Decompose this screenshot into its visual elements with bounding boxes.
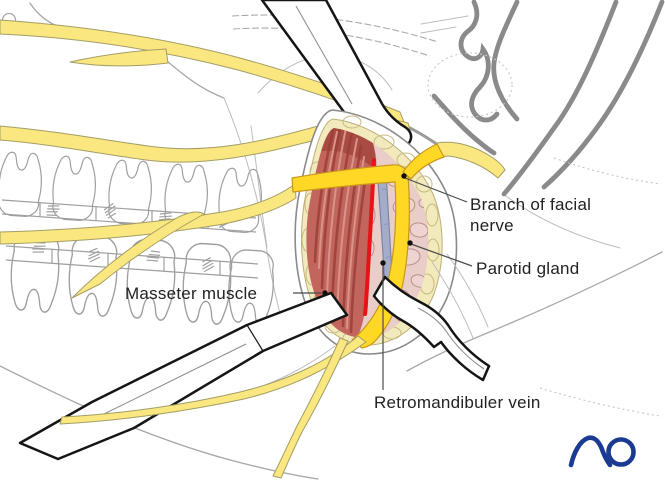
marginal-mandibular-branch bbox=[59, 335, 367, 425]
antihelix-curve bbox=[491, 0, 520, 122]
label-retromandibular-vein: Retromandibuler vein bbox=[374, 393, 541, 412]
cheek-contour-line bbox=[223, 97, 285, 329]
facial-nerve-buccal-branch bbox=[0, 183, 297, 245]
dot-parotid-gland bbox=[407, 240, 413, 246]
surgical-window bbox=[291, 109, 458, 355]
facial-nerve-branches-background bbox=[0, 19, 506, 299]
ao-logo-a bbox=[568, 435, 613, 468]
condyle-dotted-outline bbox=[427, 52, 513, 118]
ear-outline bbox=[420, 0, 665, 249]
zygomatic-arch-upper-line bbox=[231, 14, 439, 43]
label-branch-of-facial-nerve: Branch of facial nerve bbox=[470, 195, 592, 235]
dot-masseter-muscle bbox=[322, 290, 328, 296]
facial-nerve-descending-fork bbox=[71, 211, 205, 299]
artery-line bbox=[363, 158, 376, 316]
bottom-left-retractor-fold bbox=[246, 324, 264, 352]
top-retractor-highlight bbox=[295, 5, 353, 105]
facial-nerve-branches-foreground bbox=[59, 335, 367, 479]
neck-dotted-line bbox=[539, 387, 661, 417]
bottom-right-retractor-edge bbox=[420, 302, 491, 368]
bottom-right-retractor-body bbox=[372, 275, 491, 382]
leader-parotid-gland bbox=[410, 243, 473, 267]
vein-texture bbox=[381, 187, 396, 289]
facial-nerve-upper-fork bbox=[69, 48, 169, 67]
ramus-anterior-border bbox=[250, 125, 268, 248]
leader-lines bbox=[293, 173, 473, 390]
label-masseter-muscle: Masseter muscle bbox=[125, 284, 258, 303]
ao-logo-o bbox=[606, 437, 636, 467]
jawline-right bbox=[406, 251, 663, 372]
bottom-left-retractor-highlight bbox=[99, 343, 247, 417]
dot-branch-of-facial-nerve bbox=[401, 173, 407, 179]
leader-branch-of-facial-nerve bbox=[404, 177, 468, 203]
label-parotid-gland: Parotid gland bbox=[476, 259, 580, 278]
tragus-curve bbox=[458, 0, 500, 123]
earlobe-neck-line bbox=[505, 195, 621, 249]
facial-nerve-in-window bbox=[291, 164, 410, 349]
ao-logo bbox=[568, 435, 636, 468]
mandible-lower-border bbox=[0, 365, 319, 480]
preauricular-curve bbox=[431, 93, 497, 156]
masseter-striations bbox=[313, 128, 369, 334]
bottom-right-retractor-highlight bbox=[417, 307, 485, 370]
preauricular-creases bbox=[420, 15, 469, 34]
facial-nerve-trunk bbox=[436, 141, 506, 179]
bottom-right-retractor bbox=[372, 275, 491, 382]
dot-retromandibular-vein bbox=[380, 260, 386, 266]
cervical-branch bbox=[272, 337, 349, 479]
jaw-line-art bbox=[0, 125, 663, 480]
facial-nerve-elbow-connector bbox=[402, 143, 445, 180]
arch-bar-upper bbox=[1, 199, 257, 233]
